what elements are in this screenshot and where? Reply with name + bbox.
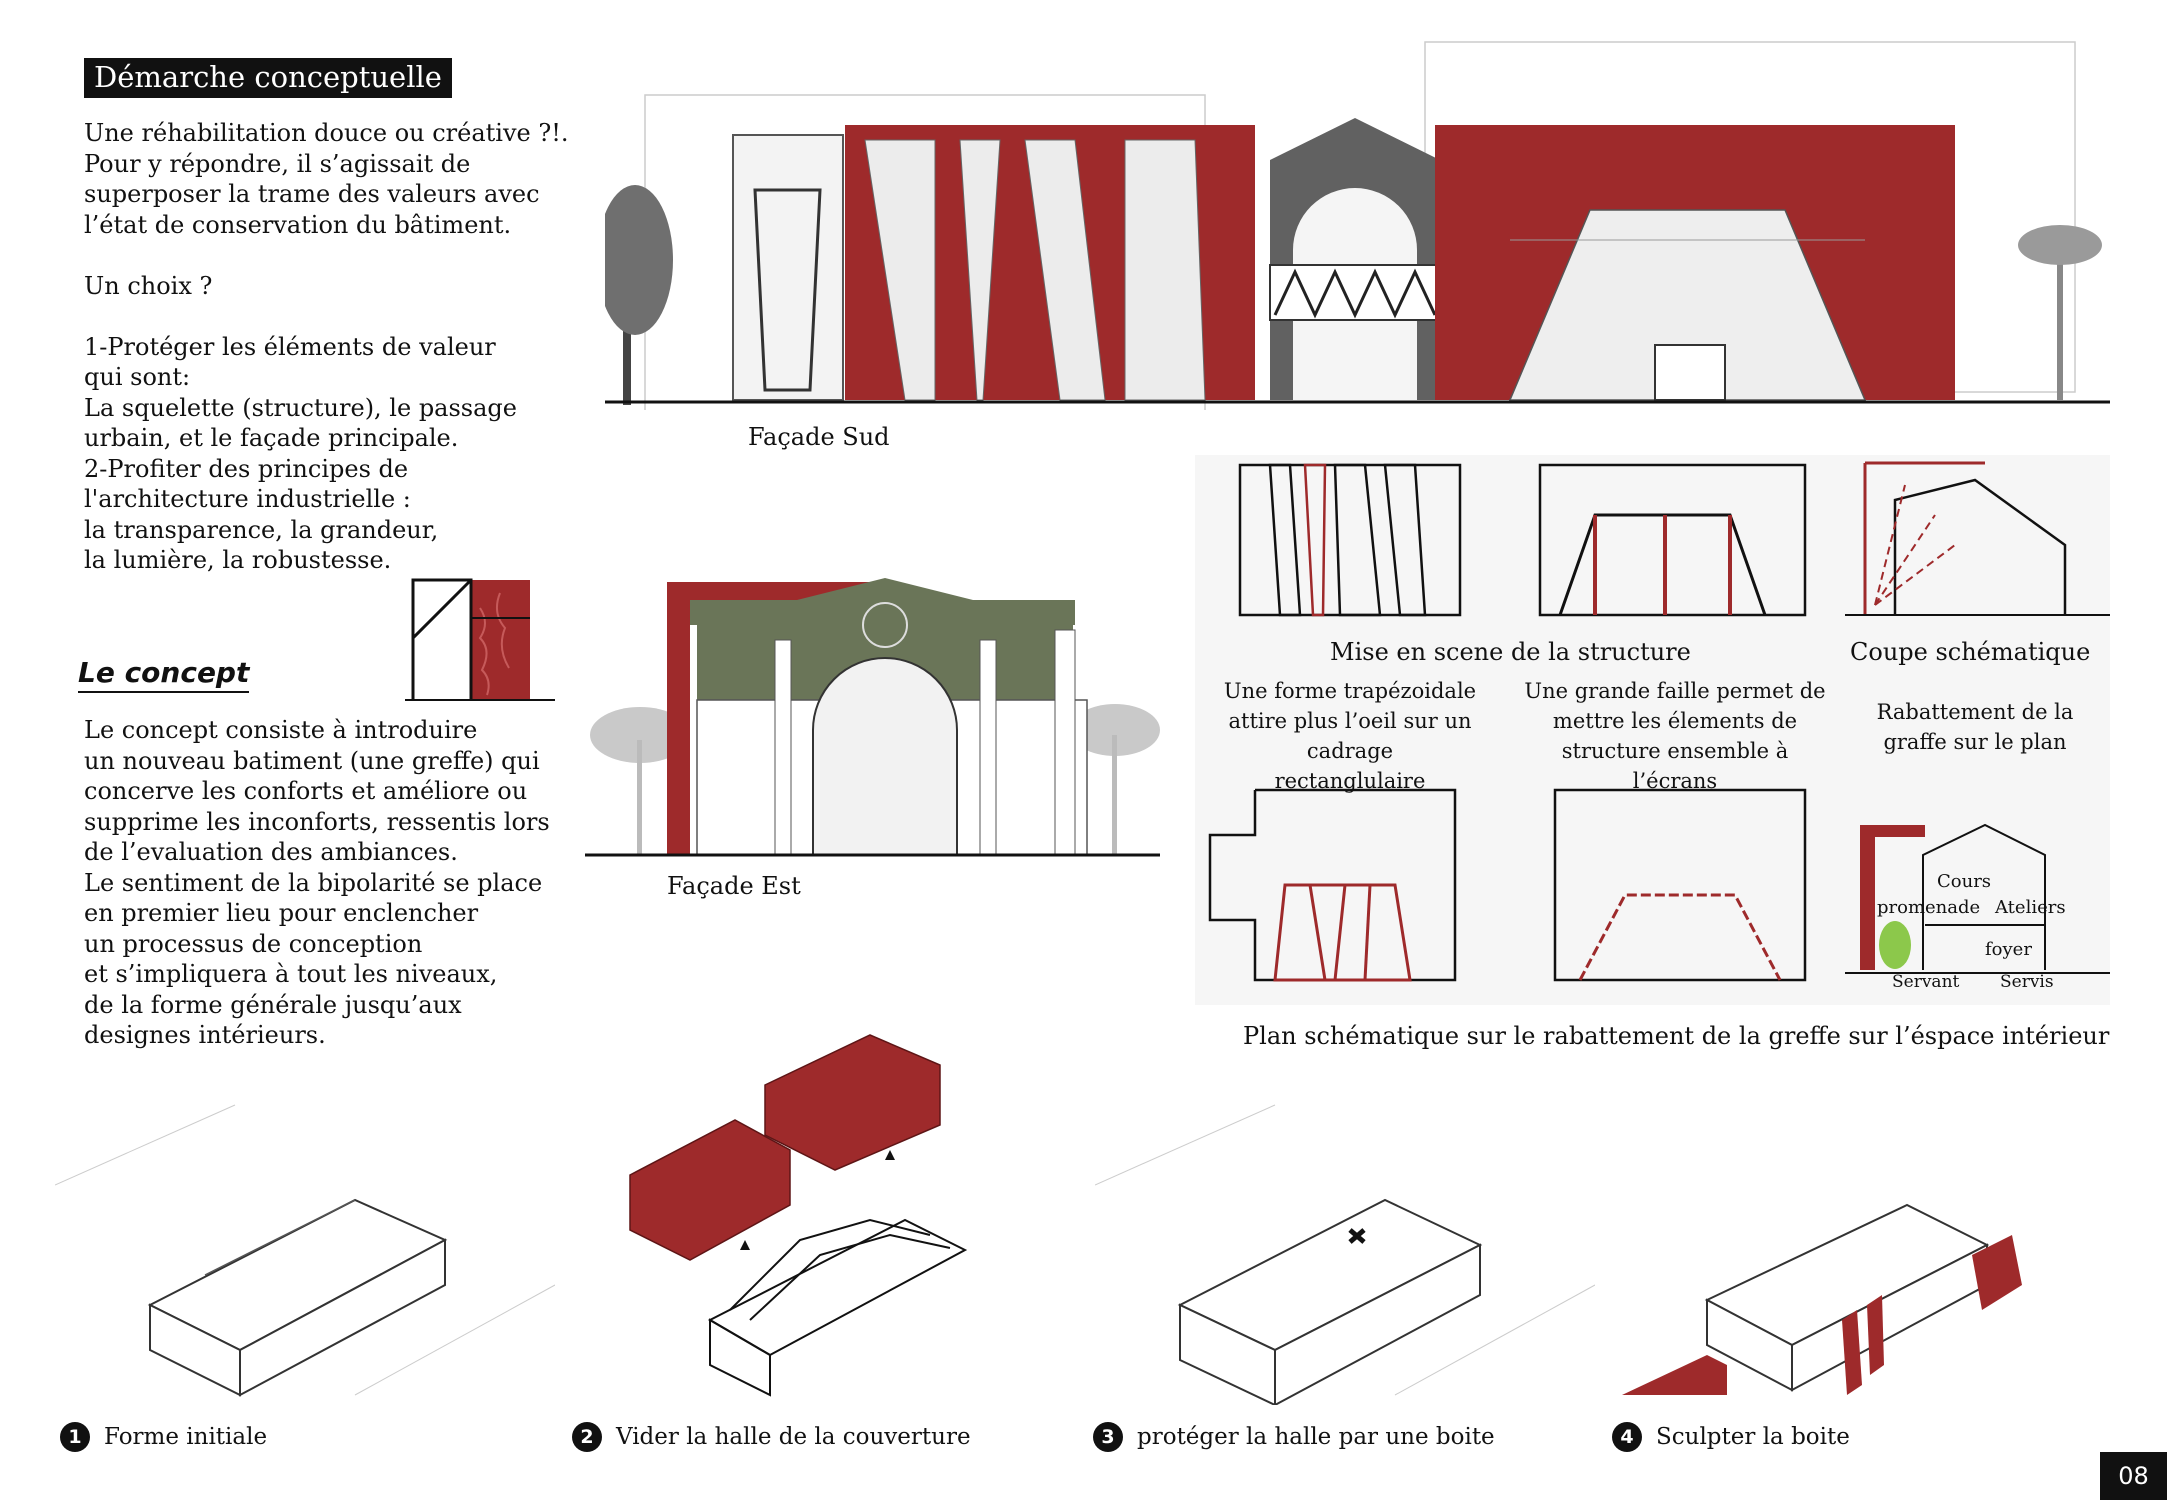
axo-step-4	[1622, 1203, 2022, 1395]
label-foyer: foyer	[1985, 939, 2032, 960]
label-promenade: promenade	[1877, 897, 1980, 918]
plan-diagram-2	[1553, 788, 1807, 982]
page-number: 08	[2100, 1452, 2167, 1500]
step-1: 1 Forme initiale	[60, 1422, 267, 1452]
axo-step-2	[629, 1034, 968, 1397]
facade-sud-drawing	[605, 40, 2110, 410]
axo-step-1	[55, 1104, 555, 1397]
mise-en-scene-caption: Mise en scene de la structure	[1330, 638, 1691, 666]
program-section: Cours promenade Ateliers foyer Servant S…	[1845, 823, 2110, 992]
plan-diagram-1	[1208, 788, 1457, 982]
step-3: 3 protéger la halle par une boite	[1093, 1422, 1495, 1452]
facade-sud-caption: Façade Sud	[748, 423, 890, 451]
concept-pictogram	[405, 578, 555, 701]
coupe-caption: Coupe schématique	[1850, 638, 2091, 666]
faille-note: Une grande faille permet de mettre les é…	[1524, 679, 1826, 793]
step-3-number: 3	[1093, 1422, 1123, 1452]
step-2-label: Vider la halle de la couverture	[616, 1424, 971, 1450]
facade-est-caption: Façade Est	[667, 872, 801, 900]
intro-text: Une réhabilitation douce ou créative ?!.…	[84, 119, 569, 574]
step-1-number: 1	[60, 1422, 90, 1452]
structure-diagram-1	[1238, 463, 1462, 617]
label-ateliers: Ateliers	[1994, 897, 2066, 918]
step-4-label: Sculpter la boite	[1656, 1424, 1850, 1450]
axo-step-3	[1095, 1104, 1595, 1405]
label-servis: Servis	[2000, 972, 2054, 992]
label-servant: Servant	[1892, 972, 1960, 992]
page-title: Démarche conceptuelle	[84, 58, 452, 98]
step-4: 4 Sculpter la boite	[1612, 1422, 1850, 1452]
rabattement-note: Rabattement de la graffe sur le plan	[1876, 700, 2074, 754]
step-2-number: 2	[572, 1422, 602, 1452]
plan-caption: Plan schématique sur le rabattement de l…	[1243, 1022, 2110, 1050]
coupe-diagram	[1845, 461, 2110, 616]
step-1-label: Forme initiale	[104, 1424, 268, 1450]
label-cours: Cours	[1937, 871, 1991, 892]
concept-title: Le concept	[78, 656, 250, 693]
step-3-label: protéger la halle par une boite	[1137, 1424, 1495, 1450]
schematic-panel: Cours promenade Ateliers foyer Servant S…	[1195, 455, 2110, 1005]
facade-est-drawing	[585, 578, 1160, 857]
trapeze-note: Une forme trapézoidale attire plus l’oei…	[1223, 679, 1477, 793]
concept-text: Le concept consiste à introduire un nouv…	[84, 716, 550, 1049]
step-2: 2 Vider la halle de la couverture	[572, 1422, 971, 1452]
step-4-number: 4	[1612, 1422, 1642, 1452]
structure-diagram-2	[1538, 463, 1807, 617]
